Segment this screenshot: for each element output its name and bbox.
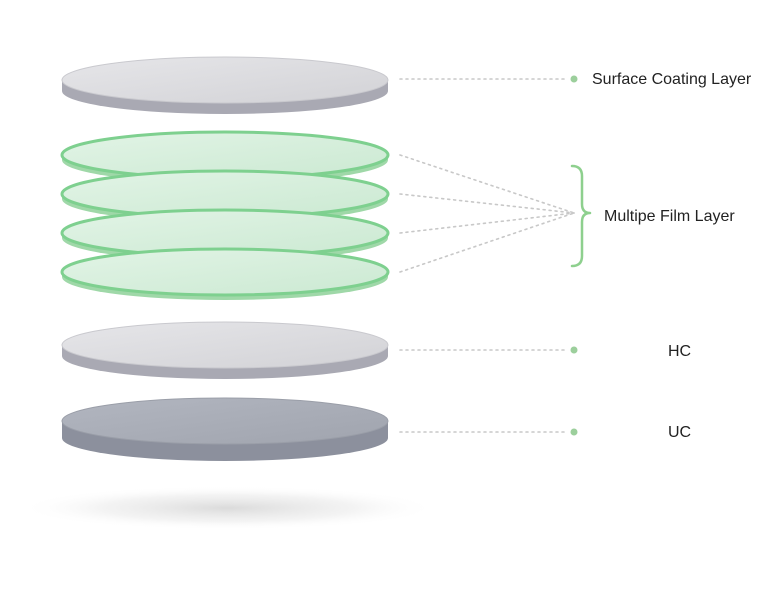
hc-label: HC	[668, 343, 692, 360]
leader-film-2	[399, 193, 575, 214]
film-group-brace	[570, 164, 592, 268]
floor-shadow	[18, 486, 438, 530]
leader-film-4	[399, 212, 575, 273]
surface-coating-disc	[61, 56, 389, 114]
dot-hc	[570, 346, 578, 354]
dot-surface	[570, 75, 578, 83]
hc-disc	[61, 321, 389, 379]
multi-film-label: Multipe Film Layer	[604, 208, 735, 225]
uc-disc	[61, 397, 389, 461]
dot-uc	[570, 428, 578, 436]
film-disc-4	[60, 247, 390, 300]
leader-film-1	[399, 154, 575, 214]
leader-film-3	[399, 212, 575, 234]
uc-label: UC	[668, 424, 692, 441]
surface-coating-label: Surface Coating Layer	[592, 71, 752, 88]
